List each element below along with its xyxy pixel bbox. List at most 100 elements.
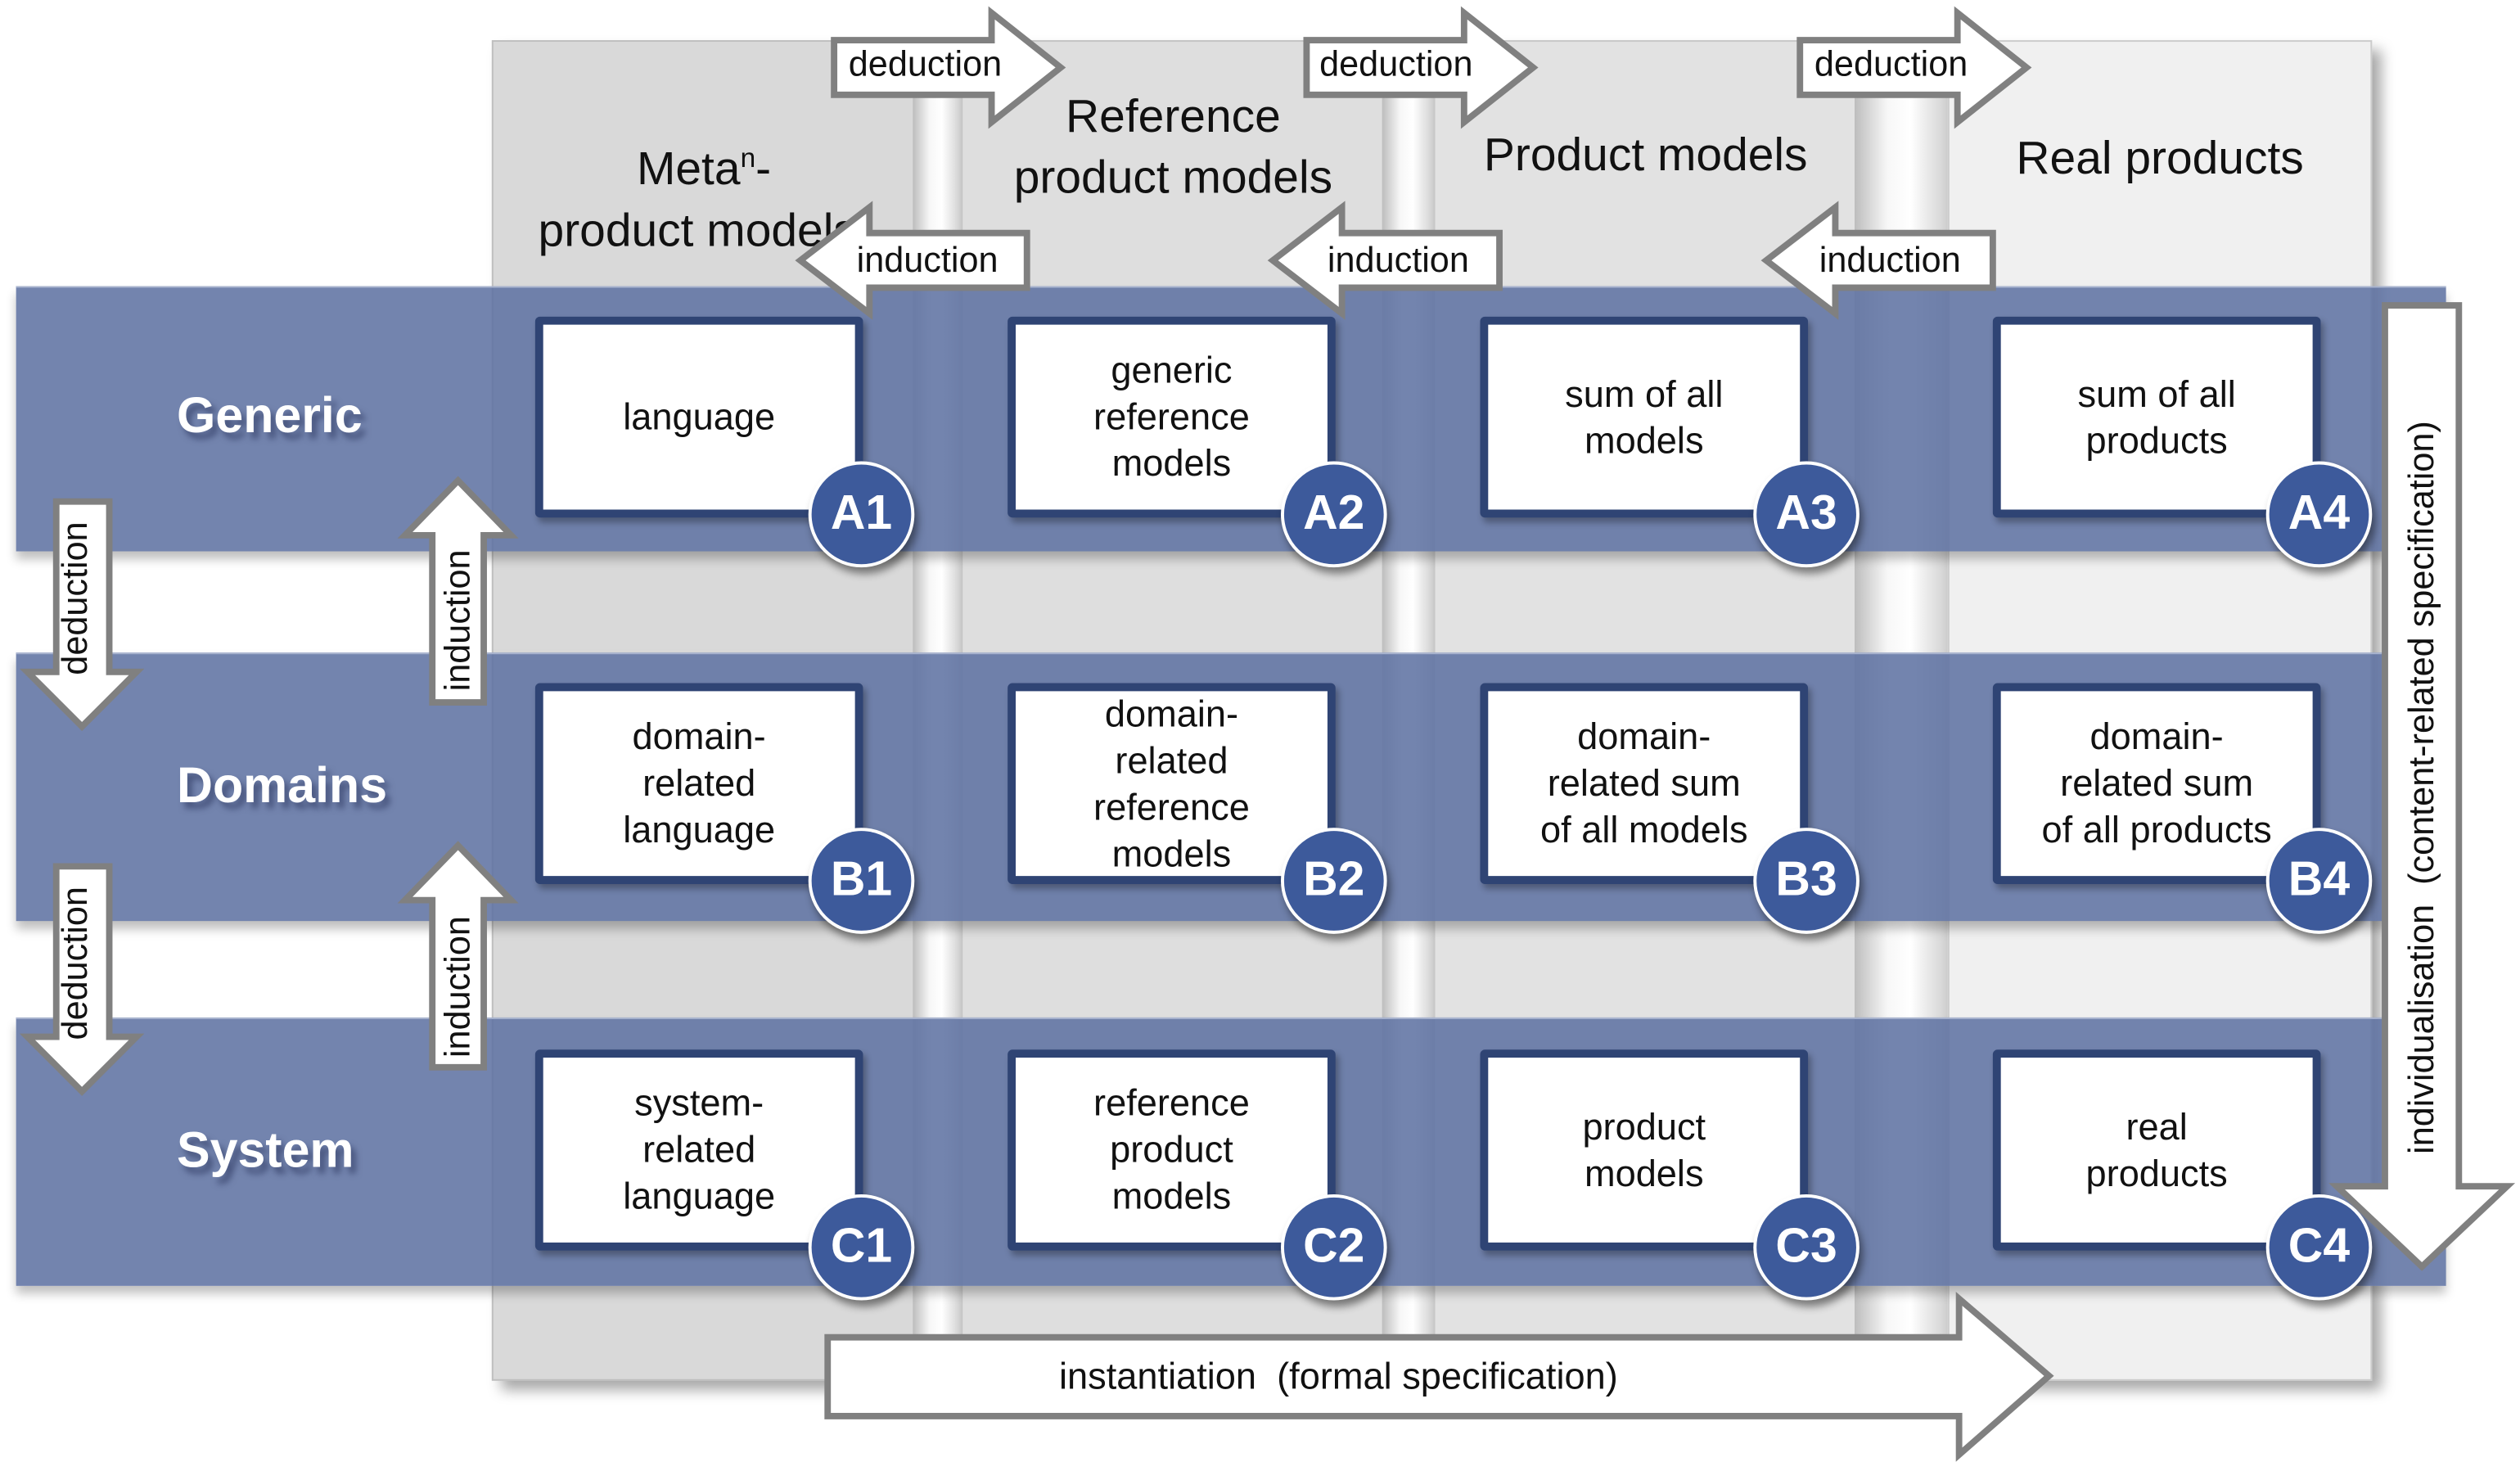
badge-b2: B2 (1280, 828, 1387, 934)
induction-label: induction (1819, 239, 1961, 280)
cell-text: language (623, 394, 775, 440)
induction-label-vertical: induction (437, 916, 478, 1058)
cell-text-line: system- (634, 1081, 764, 1124)
title-line2: product models (1013, 152, 1333, 205)
cell-text-line: sum of all (1565, 372, 1724, 414)
cell-text-line: products (2085, 1151, 2228, 1193)
deduction-arrow-down-2 (19, 863, 145, 1096)
cell-text-line: domain- (632, 715, 766, 757)
induction-label: induction (1327, 239, 1469, 280)
induction-label-vertical: induction (437, 549, 478, 692)
title-line1: Product models (1483, 130, 1808, 182)
cell-text-line: reference (1093, 1081, 1250, 1124)
deduction-arrow-right-3 (1796, 6, 2032, 129)
deduction-label: deduction (1319, 43, 1473, 84)
cell-text-line: models (1584, 418, 1704, 461)
column-title: Product models (1435, 125, 1855, 187)
badge-c3: C3 (1753, 1193, 1860, 1301)
cell-text-line: reference (1093, 785, 1250, 828)
title-line1: Real products (2016, 133, 2304, 185)
badge-c2: C2 (1280, 1193, 1387, 1301)
deduction-label-vertical: deduction (54, 887, 95, 1040)
instantiation-label: instantiation (formal specification) (1059, 1355, 1618, 1397)
cell-text-line: models (1584, 1151, 1704, 1193)
instantiation-arrow (824, 1292, 2054, 1462)
superscript-n: n (740, 142, 756, 174)
cell-text-line: models (1111, 441, 1232, 485)
column-title: Reference product models (962, 87, 1383, 209)
cell-a1: language (534, 316, 863, 518)
row-label-generic: Generic (176, 387, 363, 444)
deduction-arrow-right-1 (831, 6, 1066, 129)
induction-label: induction (856, 239, 999, 280)
cell-text-line: of all products (2041, 808, 2272, 851)
badge-c4: C4 (2265, 1193, 2373, 1301)
badge-a1: A1 (808, 461, 915, 568)
badge-b4: B4 (2265, 828, 2373, 934)
title-dash: - (755, 144, 772, 196)
deduction-label: deduction (848, 43, 1003, 84)
cell-text-line: generic (1111, 349, 1233, 391)
induction-arrow-left-1 (795, 201, 1030, 320)
cell-text-line: language (623, 808, 776, 851)
induction-arrow-up-2 (397, 841, 519, 1071)
cell-text-line: of all models (1539, 808, 1748, 851)
cell-text-line: related (1115, 738, 1228, 781)
badge-c1: C1 (808, 1193, 915, 1301)
cell-text-line: related (642, 761, 756, 804)
title-line2: product models (538, 205, 857, 257)
cell-text-line: real (2126, 1104, 2188, 1148)
title-text: Meta (636, 144, 741, 196)
cell-text-line: products (2085, 418, 2228, 461)
cell-text-line: models (1111, 832, 1232, 874)
cell-text-line: language (623, 1175, 776, 1217)
cell-text-line: domain- (1104, 692, 1239, 734)
cell-text-line: sum of all (2077, 372, 2236, 414)
cell-text-line: related (642, 1128, 756, 1171)
induction-arrow-left-2 (1267, 201, 1503, 320)
deduction-label: deduction (1814, 43, 1968, 84)
title-line1: Reference (1066, 91, 1281, 143)
cell-text-line: models (1111, 1175, 1232, 1217)
column-title: Real products (1950, 129, 2370, 190)
individualisation-label: individualisation (content-related speci… (2401, 421, 2441, 1154)
badge-b3: B3 (1753, 828, 1860, 934)
individualisation-arrow (2328, 302, 2516, 1271)
row-label-system: System (176, 1121, 354, 1179)
badge-a3: A3 (1753, 461, 1860, 568)
induction-arrow-up-1 (397, 476, 519, 706)
deduction-arrow-down-1 (19, 498, 145, 732)
cell-text-line: domain- (2089, 715, 2224, 757)
cell-text-line: related sum (2060, 761, 2254, 804)
badge-b1: B1 (808, 828, 915, 934)
cell-text-line: product (1582, 1104, 1706, 1148)
cell-text-line: language (623, 395, 776, 438)
deduction-arrow-right-2 (1303, 6, 1539, 129)
column-title: Metan- product models (494, 129, 914, 261)
cell-text-line: related sum (1547, 761, 1741, 804)
row-label-domains: Domains (176, 756, 388, 814)
induction-arrow-left-3 (1760, 201, 1996, 320)
badge-a4: A4 (2265, 461, 2373, 568)
